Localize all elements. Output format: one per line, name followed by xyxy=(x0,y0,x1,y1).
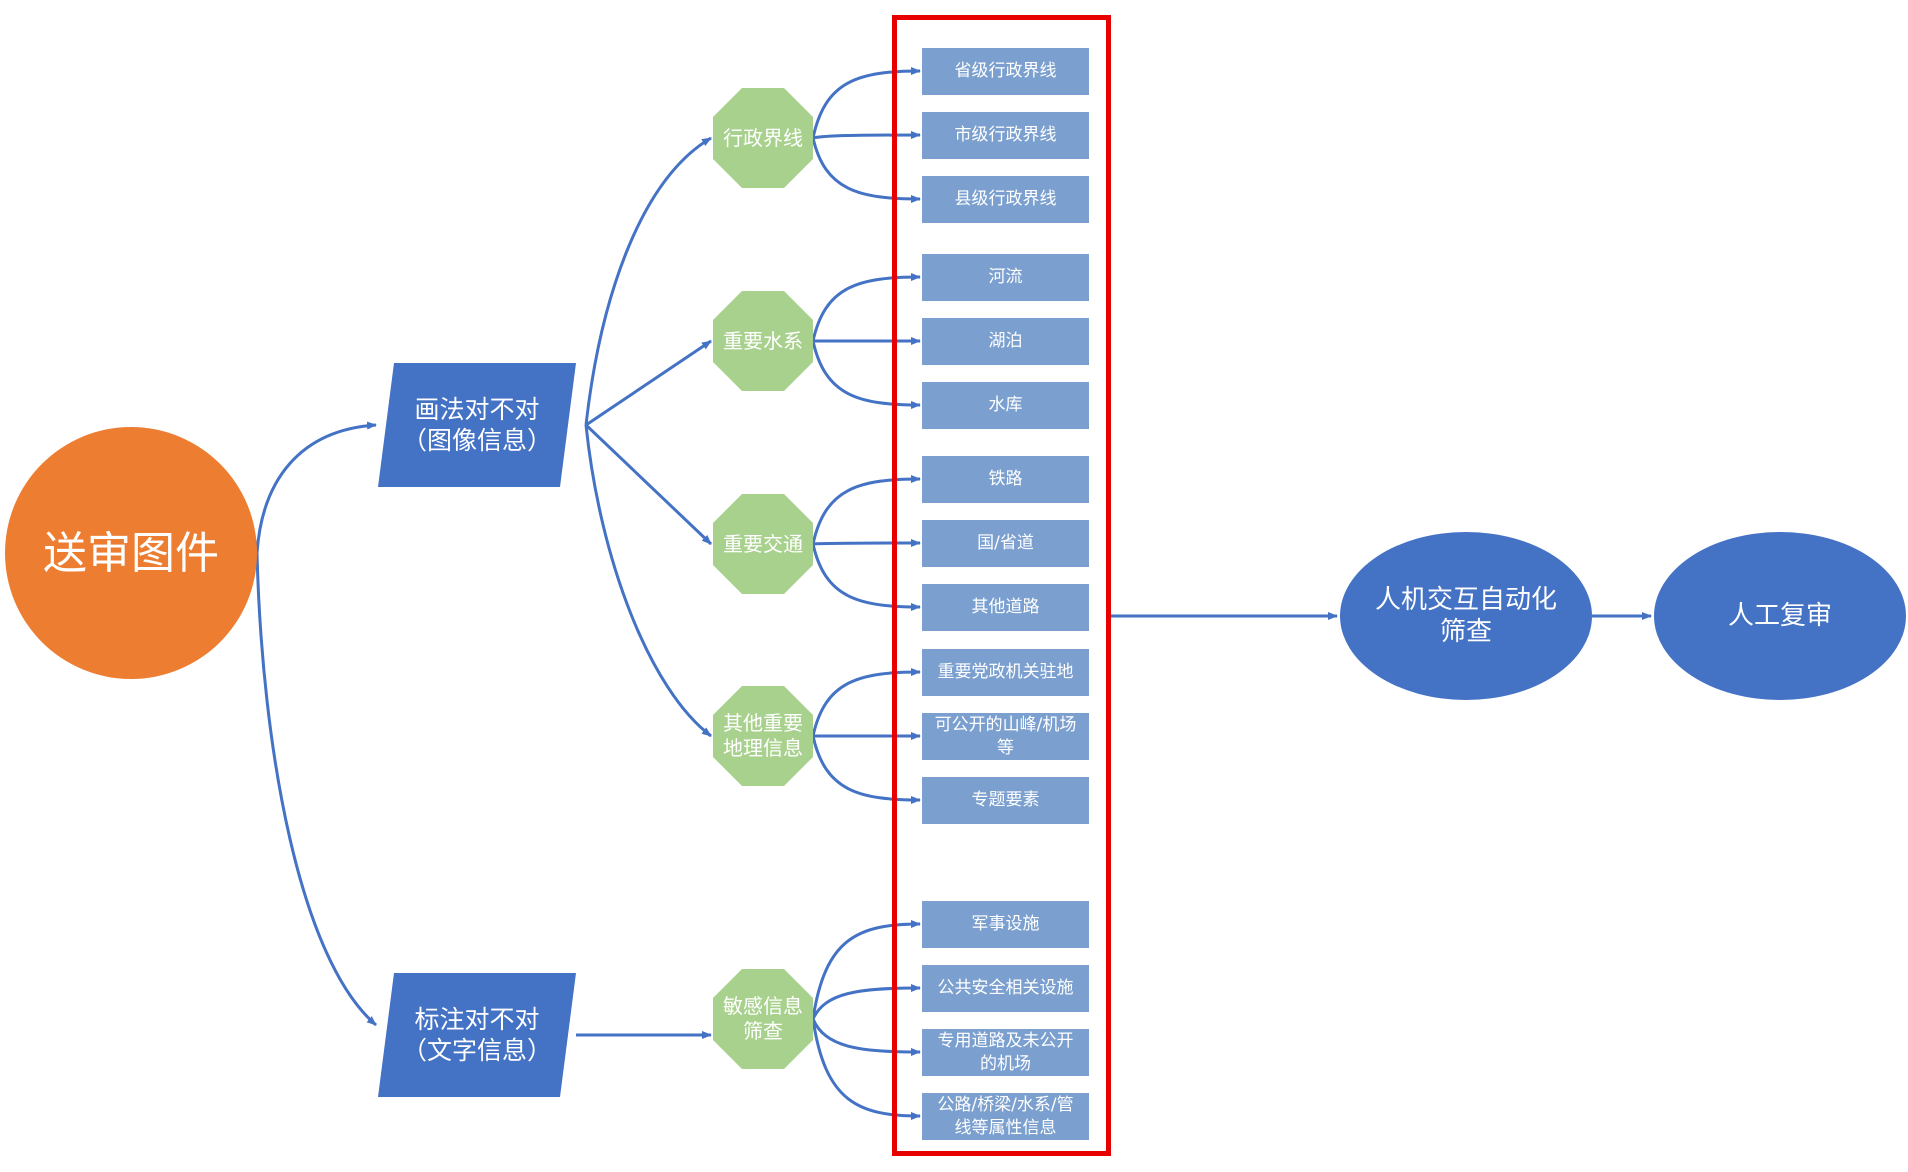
leaf-item: 县级行政界线 xyxy=(922,176,1089,223)
group-sensitive-info: 敏感信息 筛查 xyxy=(713,969,813,1069)
leaf-item: 专题要素 xyxy=(922,777,1089,824)
start-node: 送审图件 xyxy=(5,427,257,679)
connector-arrow xyxy=(811,1018,921,1056)
leaf-item: 军事设施 xyxy=(922,901,1089,948)
connector-arrow xyxy=(811,67,921,139)
group-water-system: 重要水系 xyxy=(713,291,813,391)
connector-arrow xyxy=(811,273,921,342)
leaf-item: 湖泊 xyxy=(922,318,1089,365)
leaf-item: 铁路 xyxy=(922,456,1089,503)
leaf-item: 公共安全相关设施 xyxy=(922,965,1089,1012)
connector-arrow xyxy=(584,424,712,738)
connector-arrow xyxy=(811,668,921,737)
leaf-item: 市级行政界线 xyxy=(922,112,1089,159)
connector-arrow xyxy=(812,131,921,140)
connector-arrow xyxy=(811,735,921,804)
connector-arrow xyxy=(811,984,921,1020)
category-text-info: 标注对不对 （文字信息） xyxy=(378,973,576,1097)
connector-arrow xyxy=(811,137,921,203)
connector-arrow xyxy=(811,543,921,611)
leaf-item: 可公开的山峰/机场 等 xyxy=(922,713,1089,760)
group-other-geo: 其他重要 地理信息 xyxy=(713,686,813,786)
category-image-info: 画法对不对 （图像信息） xyxy=(378,363,576,487)
connector-arrow xyxy=(811,475,921,545)
process-auto-screening: 人机交互自动化 筛查 xyxy=(1340,532,1592,700)
connector-arrow xyxy=(584,136,712,426)
connector-arrow xyxy=(811,1018,921,1120)
connector-arrow xyxy=(585,339,712,427)
leaf-item: 国/省道 xyxy=(922,520,1089,567)
leaf-item: 专用道路及未公开 的机场 xyxy=(922,1029,1089,1076)
leaf-item: 河流 xyxy=(922,254,1089,301)
connector-arrow xyxy=(811,920,921,1020)
connector-arrow xyxy=(811,340,921,409)
connector-arrow xyxy=(255,421,377,554)
leaf-item: 水库 xyxy=(922,382,1089,429)
connector-arrow xyxy=(584,423,713,546)
group-transport: 重要交通 xyxy=(713,494,813,594)
leaf-item: 公路/桥梁/水系/管 线等属性信息 xyxy=(922,1093,1089,1140)
connector-arrow xyxy=(812,539,921,548)
connector-arrow xyxy=(255,552,377,1027)
leaf-item: 省级行政界线 xyxy=(922,48,1089,95)
highlight-box xyxy=(892,15,1111,1156)
process-manual-review: 人工复审 xyxy=(1654,532,1906,700)
leaf-item: 其他道路 xyxy=(922,584,1089,631)
leaf-item: 重要党政机关驻地 xyxy=(922,649,1089,696)
group-admin-boundary: 行政界线 xyxy=(713,88,813,188)
